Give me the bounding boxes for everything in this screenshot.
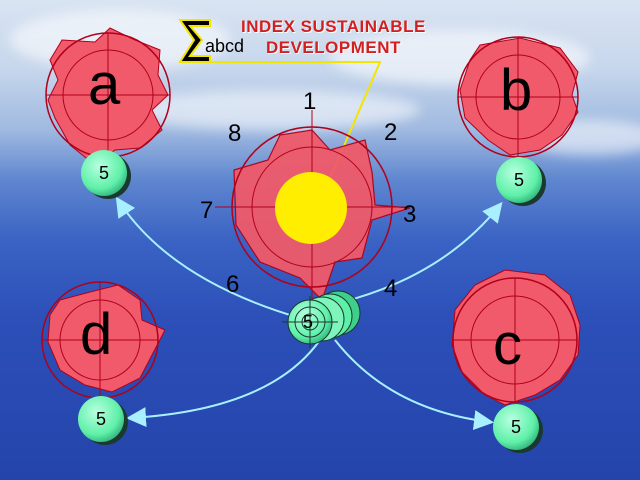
axis-label-4: 4: [384, 275, 398, 302]
axis-label-1: 1: [303, 88, 317, 115]
score-label-a: 5: [98, 163, 109, 183]
diagram-title: INDEX SUSTAINABLE DEVELOPMENT: [241, 16, 426, 58]
arrow-to-c: [334, 339, 494, 431]
score-ball-d: [78, 396, 128, 445]
axis-label-3: 3: [403, 201, 417, 228]
score-label-c: 5: [510, 417, 521, 437]
axis-label-8: 8: [228, 120, 242, 147]
radar-b: [457, 36, 579, 158]
radar-d: [41, 281, 166, 399]
radar-c: [451, 269, 581, 406]
node-letter-d: d: [80, 302, 113, 367]
axis-label-5: 5: [303, 312, 314, 332]
sigma-icon: [178, 19, 211, 63]
center-radar: [215, 110, 411, 302]
node-letter-c: c: [493, 312, 522, 377]
title-line-2: DEVELOPMENT: [265, 38, 401, 57]
score-label-d: 5: [95, 409, 106, 429]
score-label-b: 5: [513, 170, 524, 190]
node-letter-b: b: [500, 58, 533, 123]
score-ball-b: [496, 157, 546, 206]
center-core: [275, 172, 347, 244]
arrow-to-d: [126, 339, 321, 428]
arrow-to-b: [329, 201, 503, 306]
axis-label-2: 2: [384, 119, 398, 146]
center-disk-stack: [282, 290, 361, 348]
score-ball-a: [81, 150, 131, 199]
sum-subscript: abcd: [205, 36, 245, 56]
axis-label-7: 7: [200, 197, 214, 224]
axis-label-6: 6: [226, 271, 240, 298]
title-line-1: INDEX SUSTAINABLE: [241, 17, 426, 36]
node-letter-a: a: [88, 52, 121, 117]
score-ball-c: [493, 404, 543, 453]
arrow-to-a: [115, 196, 301, 319]
